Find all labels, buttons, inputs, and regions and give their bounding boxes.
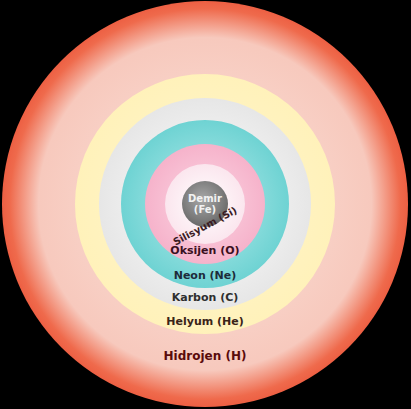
element-shell: Helyum (He) Karbon (C) Neon (Ne) Oksijen (O… <box>75 74 335 334</box>
element-shell: Neon (Ne) Oksijen (O)Silisyum (Si)Demir (… <box>121 120 289 288</box>
element-label: Neon (Ne) <box>174 270 237 282</box>
element-label: Oksijen (O) <box>170 245 239 257</box>
element-shell: Karbon (C) Neon (Ne) Oksijen (O)Silisyum (… <box>99 98 311 310</box>
element-label: Demir (Fe) <box>185 193 225 215</box>
element-shell: Oksijen (O)Silisyum (Si)Demir (Fe) <box>145 144 265 264</box>
element-shell: Silisyum (Si)Demir (Fe) <box>165 164 245 244</box>
element-label: Hidrojen (H) <box>164 350 247 363</box>
element-label: Karbon (C) <box>172 292 239 304</box>
element-label: Helyum (He) <box>166 316 243 328</box>
